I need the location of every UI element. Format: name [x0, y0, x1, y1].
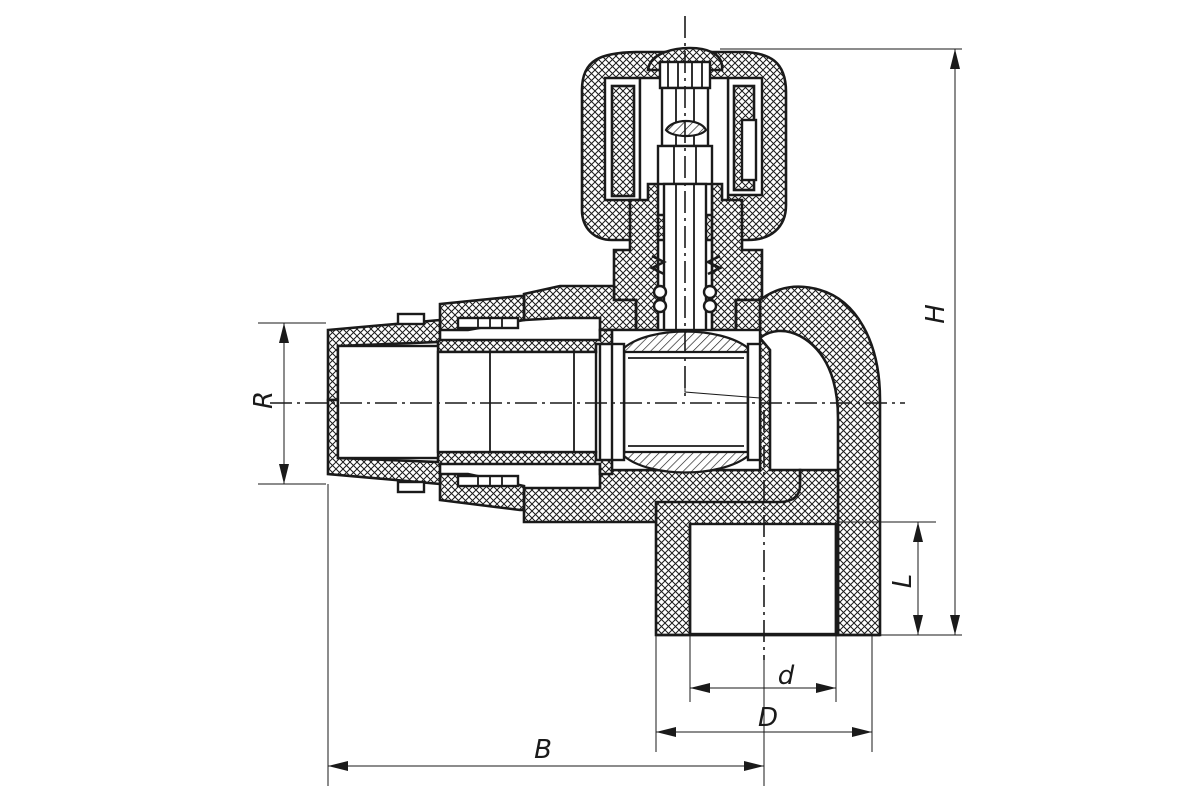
label-r: R	[249, 391, 279, 409]
elbow-body	[654, 285, 882, 637]
dimension-l	[836, 521, 936, 635]
label-l: L	[888, 574, 918, 589]
label-d-small: d	[778, 661, 795, 691]
dimension-r	[258, 322, 326, 485]
dimension-b	[327, 484, 765, 786]
union-nut	[438, 294, 526, 512]
label-h: H	[921, 304, 951, 324]
dimension-d-small	[689, 635, 837, 702]
center-lines	[270, 16, 905, 660]
bonnet	[612, 182, 764, 332]
valve-body	[522, 284, 802, 524]
label-d-large: D	[758, 703, 778, 733]
tailpiece	[326, 312, 614, 494]
dimension-h	[720, 48, 962, 636]
label-b: B	[534, 735, 552, 765]
